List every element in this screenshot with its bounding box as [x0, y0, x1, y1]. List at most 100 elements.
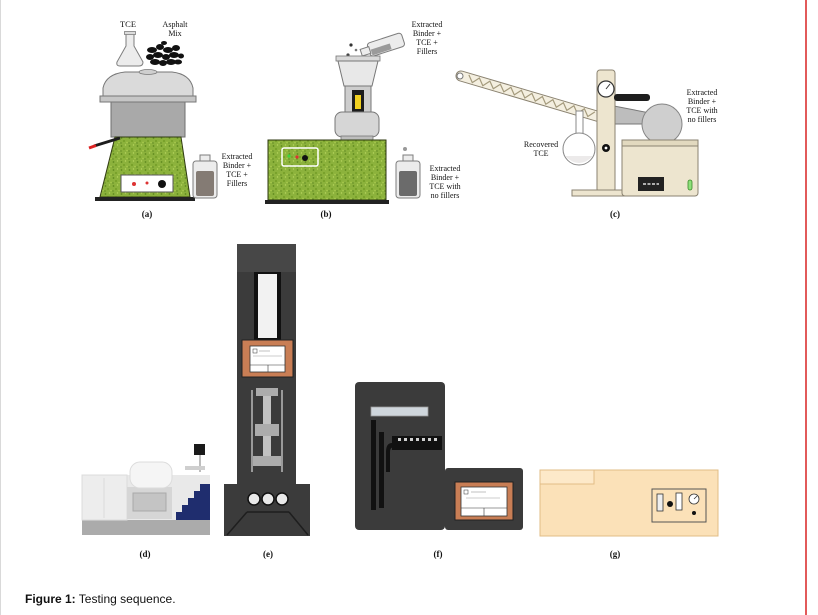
aggregate-particle: [156, 44, 164, 50]
base-edge-line: [288, 511, 309, 536]
tce-solvent-label: TCE: [120, 19, 136, 29]
tce-flask-rim: [124, 31, 136, 35]
evaporator-input-label-line4: no fillers: [688, 115, 717, 124]
bath-power-indicator: [687, 179, 693, 191]
gauge-needle: [605, 83, 611, 90]
output-label-line3: TCE with: [429, 182, 460, 191]
panel-c-rotary-evaporator: Recovered TCE Extracted Binder + TCE wit…: [455, 69, 718, 219]
product-jar-liquid: [196, 171, 214, 196]
separator-valve: [355, 95, 361, 109]
aggregate-particle: [161, 41, 167, 45]
evaporator-input-label-line2: Binder +: [688, 97, 717, 106]
drop-icon: [354, 48, 358, 52]
output-jar-liquid: [399, 171, 417, 196]
output-label-line2: Binder +: [431, 173, 460, 182]
panel-g-caption: (g): [610, 549, 621, 559]
base-edge-line: [226, 511, 248, 536]
centrifuge-lid-dome: [102, 71, 194, 100]
test-fixture: [251, 388, 283, 472]
heating-bath-rim: [621, 139, 699, 147]
hopper: [337, 60, 379, 87]
panel-g-oven: (g): [539, 469, 719, 559]
indicator-light-icon: [295, 155, 299, 159]
input-label-line2: Binder +: [413, 29, 442, 38]
condenser-inlet-icon: [456, 72, 464, 80]
notch: [398, 438, 401, 441]
condenser-coil: [468, 74, 596, 118]
aggregate-particle: [178, 53, 184, 59]
bath-temperature-display: [638, 177, 664, 191]
aggregate-particle: [162, 54, 170, 60]
figure-caption-text: Testing sequence.: [78, 592, 176, 606]
thermometer-icon: [675, 492, 683, 511]
product-label-line4: Fillers: [227, 179, 247, 188]
column-knob-center: [604, 146, 608, 150]
product-label-line2: Binder +: [223, 161, 252, 170]
input-label-line4: Fillers: [417, 47, 437, 56]
panel-b-caption: (b): [321, 209, 332, 219]
base-port-icon: [247, 492, 261, 506]
drop-icon: [349, 43, 353, 47]
center-unit-window: [132, 492, 167, 512]
navy-steps: [176, 484, 210, 520]
equipment-floor-strip: [82, 520, 210, 535]
evaporating-flask: [641, 103, 683, 145]
figure-caption: Figure 1: Testing sequence.: [25, 592, 176, 606]
upper-clamp: [256, 388, 278, 396]
collection-bowl: [334, 111, 380, 138]
centrifuge-drain-tip: [88, 144, 97, 150]
upper-shaft: [263, 396, 271, 424]
vertical-rod: [371, 420, 376, 510]
actuator-rod: [258, 274, 277, 338]
lift-handle: [614, 94, 650, 101]
arm-notches: [398, 438, 437, 441]
panel-b-fines-separation: Extracted Binder + TCE + Fillers Extract…: [265, 20, 461, 219]
left-border-line: [0, 0, 1, 615]
indicator-light-icon: [287, 154, 291, 158]
panel-d-caption: (d): [140, 549, 151, 559]
tce-flask-icon: [116, 32, 144, 67]
speed-knob-icon: [302, 155, 308, 161]
speed-knob-icon: [158, 180, 166, 188]
aggregate-particle: [166, 59, 176, 65]
aggregate-particle: [169, 52, 179, 58]
monitor-icon: [194, 444, 205, 455]
asphalt-mix-label-line1: Asphalt: [163, 20, 189, 29]
indicator-light-icon: [145, 181, 149, 185]
frame-base: [224, 484, 310, 536]
screen-icon: [463, 489, 469, 495]
top-capsule: [129, 461, 173, 489]
centrifuge-bowl: [110, 100, 186, 138]
lower-clamp: [253, 456, 281, 466]
aggregate-particle: [150, 59, 160, 65]
notch: [434, 438, 437, 441]
panel-a-caption: (a): [142, 209, 153, 219]
centrifuge-lid-knob: [138, 69, 158, 75]
asphalt-mix-pile: [146, 41, 184, 66]
panel-f-caption: (f): [434, 549, 443, 559]
input-label-line1: Extracted: [412, 20, 443, 29]
indicator-light-icon: [132, 182, 136, 186]
notch: [428, 438, 431, 441]
selector-knob-icon: [667, 501, 673, 507]
product-label-line1: Extracted: [222, 152, 253, 161]
panel-f-testing-machine: (f): [355, 382, 523, 559]
pouring-bottle-liquid: [370, 43, 392, 56]
input-label-line3: TCE +: [416, 38, 438, 47]
receiving-flask-neck: [575, 110, 584, 136]
collection-bowl-foot: [340, 135, 374, 141]
aggregate-particle: [146, 54, 154, 60]
notch: [404, 438, 407, 441]
aggregate-particle: [147, 47, 157, 53]
notch: [422, 438, 425, 441]
panel-e-caption: (e): [263, 549, 273, 559]
vertical-rod: [379, 432, 384, 508]
recovered-solvent-liquid: [565, 156, 593, 163]
machine-tower: [355, 382, 445, 530]
drop-icon: [403, 147, 407, 151]
bent-arm: [386, 443, 394, 472]
control-screen: [249, 345, 286, 373]
pouring-bottle: [359, 32, 405, 57]
evaporator-base-plate: [571, 189, 629, 197]
